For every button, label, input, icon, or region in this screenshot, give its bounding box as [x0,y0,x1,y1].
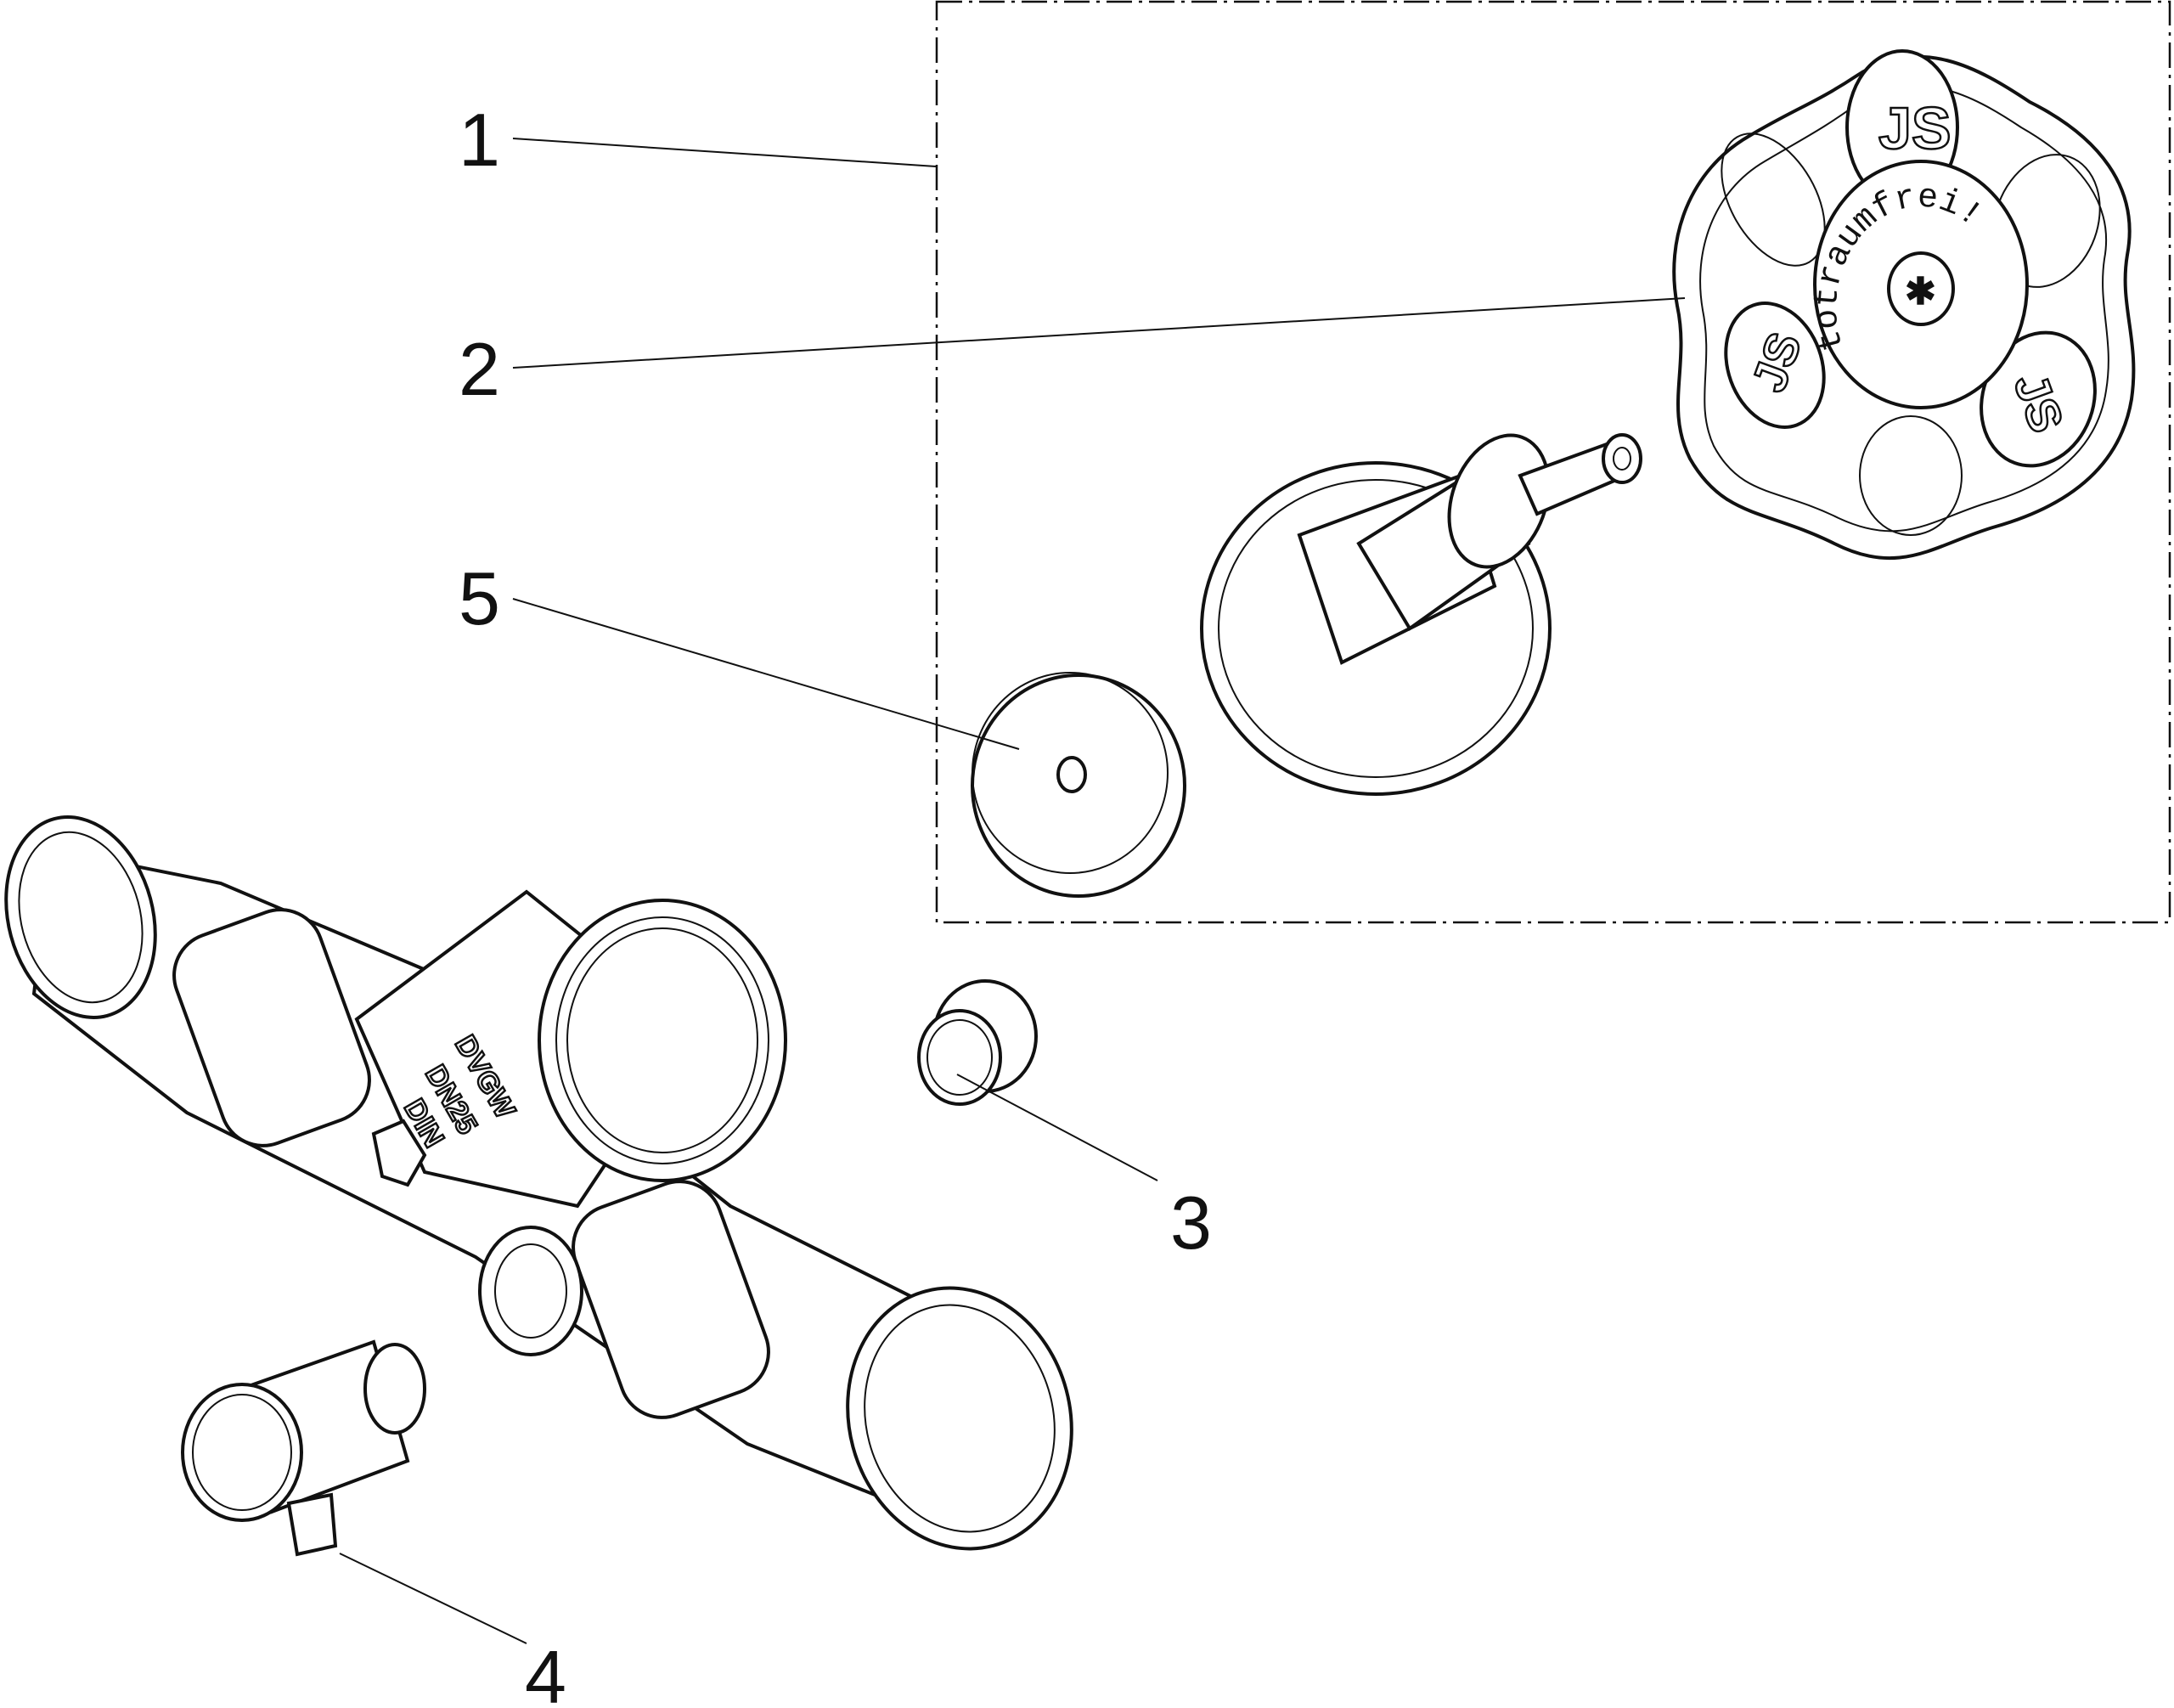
leader-line-4 [339,1553,527,1644]
callout-5: 5 [459,556,500,640]
drain-valve [181,1339,426,1557]
leader-line-2 [512,297,1686,369]
leader-line-5 [512,598,1020,750]
handwheel-logo-js: JS [1878,95,1952,161]
disc-seal [971,672,1186,898]
flow-arrow-icon [371,1119,427,1187]
handwheel: JS JS JS totraumfrei! ✱ [1672,49,2136,561]
callout-1: 1 [459,98,500,182]
assembly-boundary-box [935,0,2171,924]
cap-screw-cross-icon: ✱ [1905,271,1936,313]
plug [917,979,1038,1106]
valve-upper-insert [1200,433,1642,796]
callout-2: 2 [459,327,500,411]
leader-line-1 [512,138,937,167]
valve-body: DVGW DN25 DIN [4,815,1073,1551]
callout-3: 3 [1170,1181,1212,1265]
callout-4: 4 [525,1635,566,1708]
leader-line-3 [956,1074,1158,1181]
